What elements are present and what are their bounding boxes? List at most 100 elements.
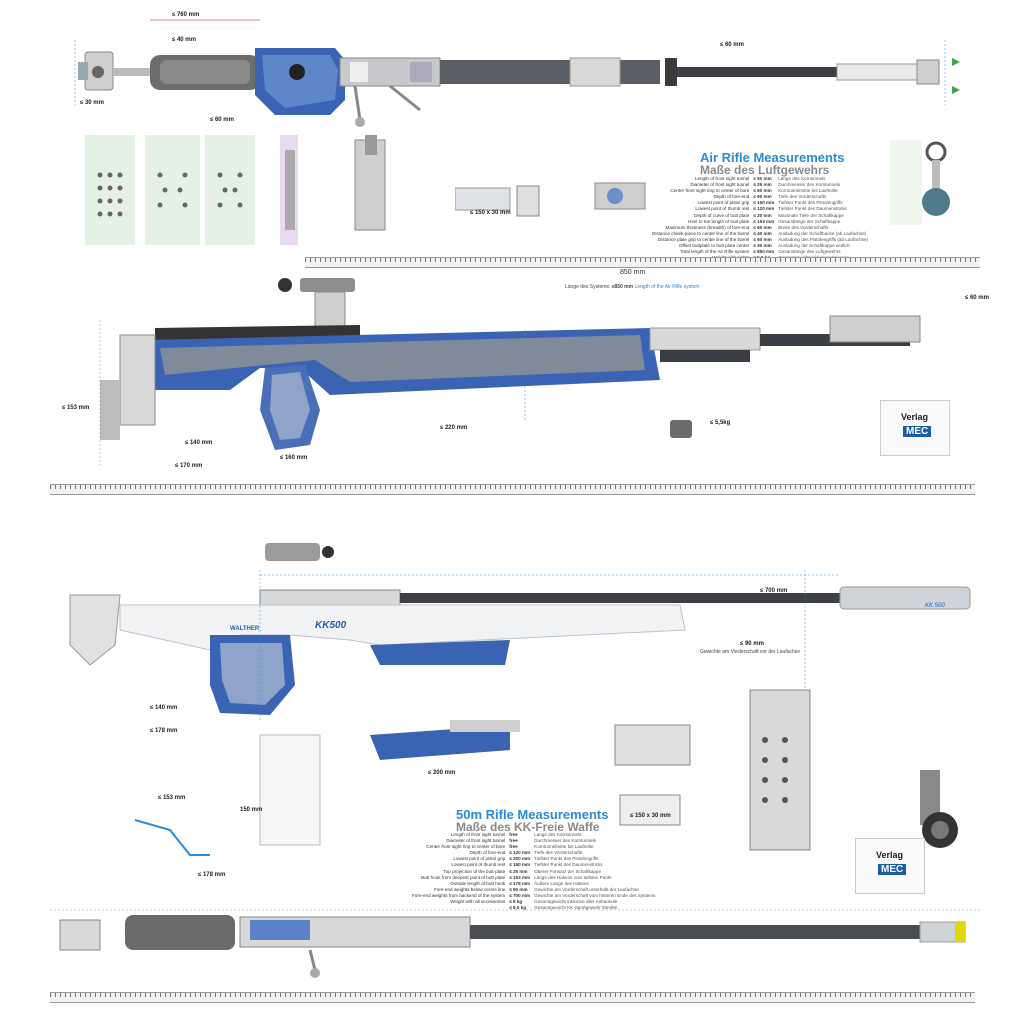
kk-table-cell-en: Depth of fore-end xyxy=(469,850,506,856)
kk-subtitle: Maße des KK-Freie Waffe xyxy=(456,820,600,834)
kk-table-cell-de: Korntunnelmitte bis Laufmitte xyxy=(534,844,594,850)
kk-hook-length: ≤ 178 mm xyxy=(198,872,226,878)
air-table-cell-en: Offset buttplate to butt plate center xyxy=(678,243,750,249)
kk-table-cell-de: Äußere Länge des Hakens xyxy=(534,880,589,886)
kk-table-cell-val: free xyxy=(509,844,518,850)
kk500-barrel-label: KK 500 xyxy=(925,603,945,609)
air-table-cell-de: Gesamtlänge des Luftgewehrs xyxy=(778,249,841,255)
kk-title: 50m Rifle Measurements xyxy=(456,807,609,822)
kk-grip-caption: Gewichte am Vorderschaft vor der Laufach… xyxy=(700,649,801,655)
kk-table-cell-val: ≤ 90 mm xyxy=(509,886,528,892)
air-table-cell-val: ≤ 153 mm xyxy=(753,218,775,224)
dim-barrel-pos: ≤ 220 mm xyxy=(440,425,468,431)
air-scope-detail xyxy=(455,182,646,217)
air-table-cell-en: Depth of fore-end xyxy=(713,194,750,200)
kk-table-row: Fore-end weights from backend of the sys… xyxy=(410,893,657,899)
kk-table-cell-en: Weight with all accessories xyxy=(450,899,506,905)
air-table-cell-de: Breite des Vorderschafts xyxy=(778,224,829,230)
air-table-cell-val: ≤ 120 mm xyxy=(753,206,775,212)
air-table-cell-en: Heel to toe length of butt plate xyxy=(688,218,750,224)
ruler-bottom xyxy=(50,992,975,1003)
kk-table-cell-val: ≤ 150 mm xyxy=(509,862,531,868)
air-table-cell-val: ≤ 60 mm xyxy=(753,236,772,242)
air-rifle-top-view xyxy=(74,19,960,127)
air-table-cell-val: ≤ 20 mm xyxy=(753,212,772,218)
kk-table-cell-de: Gesamtgewicht KK-Sportgewehr 50m/kK xyxy=(534,905,618,911)
air-table-cell-de: Tiefster Punkt des Pistolengriffs xyxy=(778,200,843,206)
dim-right-sight: ≤ 60 mm xyxy=(965,295,989,301)
kk-table-cell-de: Tiefster Punkt des Pistolengriffs xyxy=(534,856,599,862)
air-table-cell-en: Distance cheek-piece to center line of t… xyxy=(652,230,750,236)
air-table-cell-en: Total length of the Air Rifle system xyxy=(680,249,750,255)
air-table-cell-val: ≤ 160 mm xyxy=(753,200,775,206)
kk-table-cell-val: ≤ 178 mm xyxy=(509,880,531,886)
dim-top-grip: ≤ 60 mm xyxy=(210,117,234,123)
dim-top-length: ≤ 760 mm xyxy=(172,12,200,18)
air-table-cell-en: Center front sight ring to center of bor… xyxy=(670,188,750,194)
kk-table-row: Fore-end weights below centre line≤ 90 m… xyxy=(410,887,657,893)
dim-hook-front: ≤ 153 mm xyxy=(62,405,90,411)
kk-butt-low: ≤ 140 mm xyxy=(150,705,178,711)
air-table-cell-en: Length of front sight tunnel xyxy=(694,176,750,181)
air-table-cell-de: Länge des Korntunnels xyxy=(778,176,826,181)
kk-system-caption: Gewichte am Vorderschaft vom hinteren En… xyxy=(700,596,833,602)
air-table-cell-de: Ausladung der Schaftkappe seitlich xyxy=(778,243,850,249)
kk-table-cell-val: ≤ 8 kg xyxy=(509,899,523,905)
dim-butt-low: ≤ 140 mm xyxy=(185,440,213,446)
air-table-cell-de: Durchmesser des Korntunnels xyxy=(778,182,841,188)
air-table-row: Distance cheek-piece to center line of t… xyxy=(650,231,870,237)
kk500-brand-label: WALTHER xyxy=(230,626,260,632)
system-length-label: 850 mm xyxy=(620,269,646,276)
dim-top-bar: ≤ 60 mm xyxy=(720,42,744,48)
kk-table-cell-val: ≤ 120 mm xyxy=(509,850,531,856)
kk-butt-hook: ≤ 178 mm xyxy=(150,728,178,734)
publisher-name-2: Verlag xyxy=(876,850,904,860)
air-table-cell-val: ≤ 850 mm xyxy=(753,249,775,255)
kk-table-row: Weight with all accessories≤ 8 kg Gesamtg… xyxy=(410,899,657,905)
air-table-row: Center front sight ring to center of bor… xyxy=(650,188,870,194)
butt-plate-details xyxy=(85,135,386,245)
kk-table-row: Center front sight ring to center of bor… xyxy=(410,844,657,850)
air-table-row: Maximum thickness (breadth) of fore-end≤… xyxy=(650,225,870,231)
kk-table-cell-val: free xyxy=(509,832,518,837)
air-weight-value: ≤ 5,5kg xyxy=(710,420,731,426)
dim-top-butt: ≤ 40 mm xyxy=(172,37,196,43)
air-table-cell-en: Diameter of front sight tunnel xyxy=(690,182,750,188)
publisher-brand-2: MEC xyxy=(878,864,907,875)
kk-table-cell-de: Länge des Hakens vom tiefsten Punkt xyxy=(534,874,612,880)
dim-top-cheek: ≤ 30 mm xyxy=(80,100,104,106)
kk500-top-view xyxy=(50,909,980,978)
air-table-cell-val: ≤ 90 mm xyxy=(753,194,772,200)
air-table-cell-en: Lowest point of pistol grip xyxy=(697,200,750,206)
kk-table-cell-val: ≤ 153 mm xyxy=(509,874,531,880)
air-table-cell-de: Gesamtlänge der Schaftkappe xyxy=(778,218,841,224)
air-rifle-title: Air Rifle Measurements xyxy=(700,150,845,165)
kk-palm: ≤ 200 mm xyxy=(428,770,456,776)
system-length-caption: Länge des Systems: ≤850 mm Length of the… xyxy=(565,284,700,290)
kk-table-cell-en: Outside length of butt hook xyxy=(450,880,506,886)
kk-table-cell-en: Lowest point of thumb rest xyxy=(451,862,506,868)
kk-table-row: Butt hook from deepest point of butt pla… xyxy=(410,875,657,881)
kk500-model-label: KK500 xyxy=(315,620,347,631)
air-table-cell-de: Ausladung der Schaftbacke (ab Laufachse) xyxy=(778,230,867,236)
air-rifle-side-view xyxy=(99,278,921,465)
kk-hook: ≤ 153 mm xyxy=(158,795,186,801)
dim-palm: ≤ 160 mm xyxy=(280,455,308,461)
air-table-cell-val: ≤ 40 mm xyxy=(753,230,772,236)
air-table-row: Total length of the Air Rifle system≤ 85… xyxy=(650,249,870,255)
air-table-row: Heel to toe length of butt plate≤ 153 mm… xyxy=(650,219,870,225)
kk-table-cell-en: Fore-end weights below centre line xyxy=(433,886,506,892)
kk-table-cell-de: Gesamtgewicht inklusive aller Anbauteile xyxy=(534,899,618,905)
front-sight-ring-icon xyxy=(890,140,950,225)
kk-grip-value: ≤ 90 mm xyxy=(740,641,764,647)
air-table-cell-de: Tiefe des Vorderschafts xyxy=(778,194,827,200)
